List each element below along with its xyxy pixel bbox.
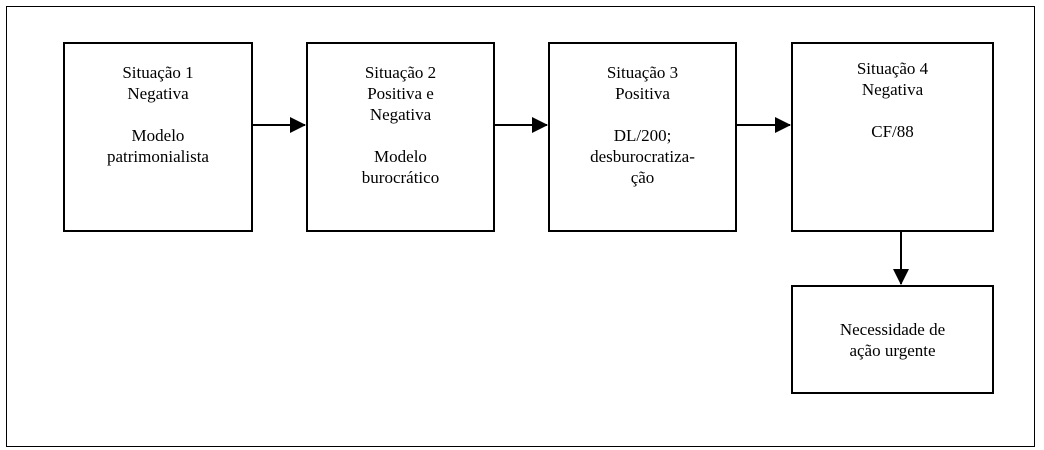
box-necessidade: Necessidade de ação urgente [791,285,994,394]
diagram-frame [6,6,1035,447]
box-desc-line: ção [630,168,655,187]
box-situacao-3: Situação 3 Positiva DL/200; desburocrati… [548,42,737,232]
box-situacao-1: Situação 1 Negativa Modelo patrimonialis… [63,42,253,232]
box-title: Situação 1 [122,63,194,82]
box-title: Situação 3 [606,63,679,82]
box-text-line: ação urgente [849,340,936,360]
box-title: Situação 2 [364,63,437,82]
box-text-line: Necessidade de [839,319,946,339]
box-status: Positiva e [367,84,434,103]
box-desc-line: CF/88 [871,122,914,141]
box-status: Positiva [615,84,670,103]
box-status: Negativa [127,84,189,103]
box-desc-line: Modelo [131,126,185,145]
box-desc-line: Modelo [374,147,427,166]
box-status: Negativa [861,80,924,99]
box-situacao-4: Situação 4 Negativa CF/88 [791,42,994,232]
box-status: Negativa [369,105,432,124]
box-title: Situação 4 [856,59,929,78]
box-desc-line: DL/200; [613,126,672,145]
box-desc-line: burocrático [361,168,440,187]
box-situacao-2: Situação 2 Positiva e Negativa Modelo bu… [306,42,495,232]
box-desc-line: desburocratiza- [590,147,695,166]
box-desc-line: patrimonialista [107,147,209,166]
